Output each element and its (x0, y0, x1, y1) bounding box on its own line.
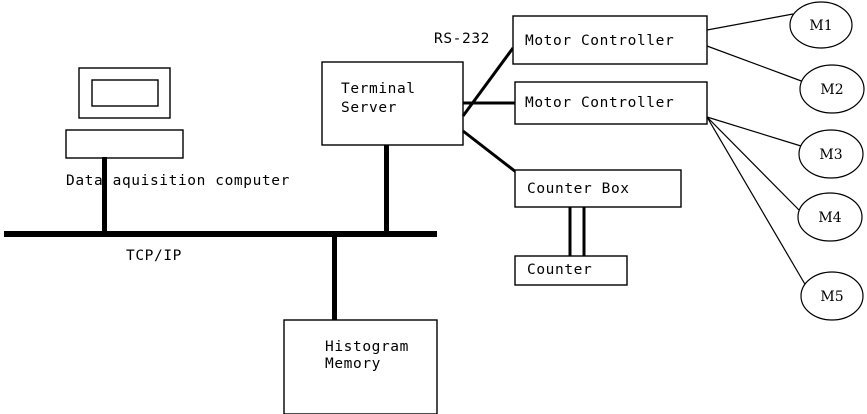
motor-ellipse-m1 (789, 1, 853, 49)
motor-label-m4: M4 (818, 210, 841, 226)
monitor-screen (91, 79, 159, 107)
terminal-server-box (321, 61, 464, 146)
histogram-memory-label-line1: Histogram (325, 339, 409, 355)
motor-link-m1 (706, 13, 794, 31)
motor-label-m5: M5 (820, 289, 843, 305)
terminal-server-label-line1: Terminal (341, 81, 416, 97)
motor-ellipse-m4 (797, 192, 863, 242)
motor-link-m3 (706, 116, 802, 147)
counter-label: Counter (527, 262, 592, 278)
tcpip-label: TCP/IP (126, 248, 182, 264)
computer-chassis (65, 129, 184, 159)
rs232-label: RS-232 (434, 31, 490, 47)
motor-controller-1-box (512, 15, 708, 65)
motor-label-m1: M1 (809, 18, 832, 34)
motor-link-m4 (706, 116, 800, 211)
rs232-link-motor-controller-1 (461, 47, 515, 117)
computer-caption: Data aquisition computer (66, 173, 290, 189)
motor-link-m5 (706, 116, 807, 287)
motor-ellipse-m2 (799, 64, 865, 114)
terminal-server-label-line2: Server (341, 100, 397, 116)
motor-ellipse-m3 (798, 129, 864, 179)
motor-label-m3: M3 (819, 147, 842, 163)
histogram-memory-label-line2: Memory (325, 356, 381, 372)
counter-box (514, 255, 628, 286)
motor-controller-2-label: Motor Controller (525, 95, 674, 111)
motor-link-m2 (706, 45, 805, 83)
motor-label-m2: M2 (820, 82, 843, 98)
motor-controller-1-label: Motor Controller (525, 33, 674, 49)
counter-box-label: Counter Box (527, 181, 630, 197)
motor-controller-2-box (514, 81, 708, 125)
counter-box-box (514, 169, 682, 208)
motor-ellipse-m5 (800, 271, 864, 321)
rs232-link-counter-box (462, 129, 517, 174)
histogram-memory-box (283, 319, 438, 414)
